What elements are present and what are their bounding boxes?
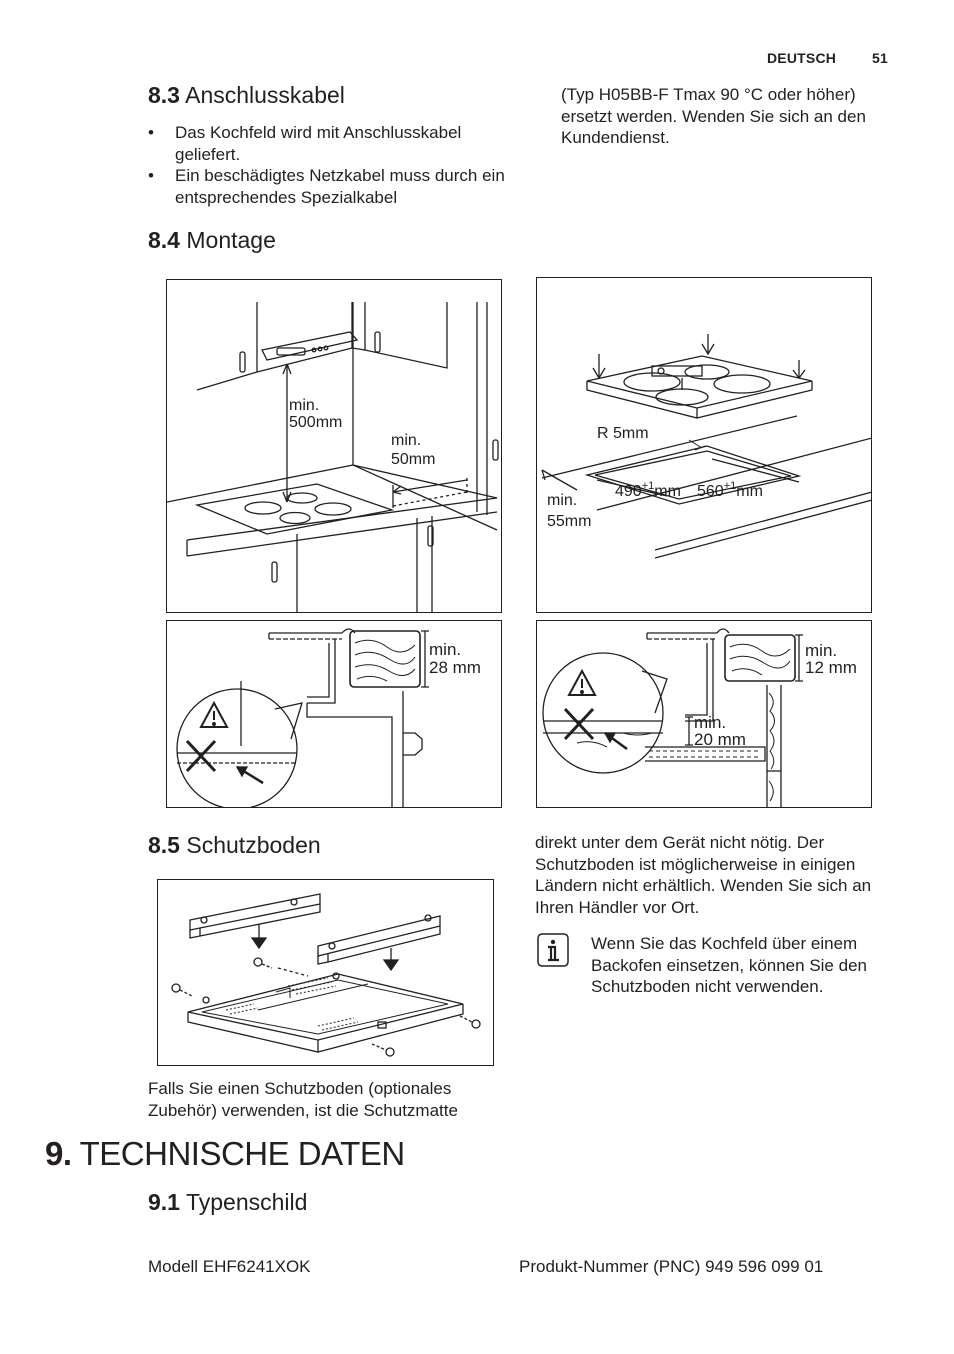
label-12mm: 12 mm	[805, 658, 857, 677]
figure-worktop-detail-12mm: min. 12 mm min. 20 mm	[536, 620, 872, 808]
pnc-label: Produkt-Nummer (PNC) 949 596 099 01	[519, 1257, 824, 1276]
label-490mm: 490+1mm	[615, 480, 681, 500]
section-8-3-heading: 8.3 Anschlusskabel	[148, 82, 345, 108]
label-min: min.	[429, 640, 461, 659]
info-note: Wenn Sie das Kochfeld über einem Backofe…	[591, 934, 867, 996]
section-8-3-list: Das Kochfeld wird mit Anschlusskabel gel…	[148, 122, 510, 208]
label-20mm: 20 mm	[694, 730, 746, 749]
label-min: min.	[547, 492, 577, 509]
page-number: 51	[872, 50, 888, 66]
model-label: Modell EHF6241XOK	[148, 1257, 311, 1276]
label-min: min.	[694, 713, 726, 732]
figure-worktop-detail-28mm: min. 28 mm	[166, 620, 502, 808]
label-55mm: 55mm	[547, 513, 591, 530]
label-28mm: 28 mm	[429, 658, 481, 677]
label-min: min.	[391, 432, 421, 449]
label-50mm: 50mm	[391, 451, 435, 468]
section-8-5-para1: Falls Sie einen Schutzboden (optionales …	[148, 1079, 458, 1120]
list-item: Ein beschädigtes Netzkabel muss durch ei…	[148, 165, 510, 208]
label-r5mm: R 5mm	[597, 425, 649, 442]
label-560mm: 560+1mm	[697, 480, 763, 500]
label-min: min.	[289, 397, 319, 414]
label-min: min.	[805, 641, 837, 660]
section-8-3-continuation: (Typ H05BB-F Tmax 90 °C oder höher) erse…	[561, 85, 866, 147]
list-item: Das Kochfeld wird mit Anschlusskabel gel…	[148, 122, 510, 165]
section-9-1-heading: 9.1 Typenschild	[148, 1189, 308, 1215]
section-8-4-heading: 8.4 Montage	[148, 227, 276, 253]
header-language: DEUTSCH	[767, 50, 837, 66]
figure-cutout-dimensions: R 5mm 490+1mm 560+1mm min. 55mm	[536, 277, 872, 613]
label-500mm: 500mm	[289, 414, 342, 431]
section-8-5-heading: 8.5 Schutzboden	[148, 832, 321, 858]
section-9-heading: 9. TECHNISCHE DATEN	[45, 1135, 405, 1172]
section-8-5-para2: direkt unter dem Gerät nicht nötig. Der …	[535, 833, 872, 917]
info-icon	[537, 933, 569, 967]
figure-kitchen-clearance: min. 500mm min. 50mm	[166, 279, 502, 613]
figure-protective-box	[157, 879, 494, 1066]
